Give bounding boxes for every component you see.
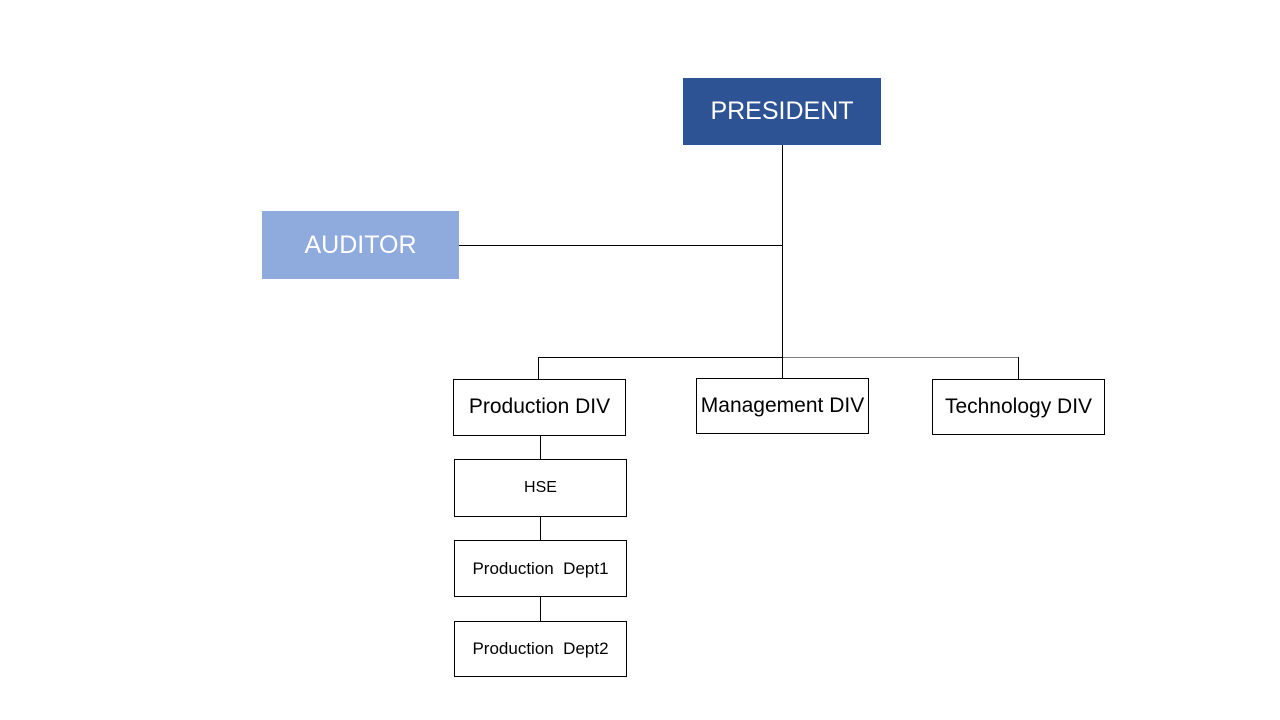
connector-president-to-divisions [782,145,783,357]
connector-division-bus-right [782,357,1019,358]
connector-drop-technology-div [1018,357,1019,380]
connector-president-to-auditor [459,245,783,246]
node-president[interactable]: PRESIDENT [683,78,881,145]
node-auditor[interactable]: AUDITOR [262,211,459,279]
node-production-dept1[interactable]: Production Dept1 [454,540,627,597]
connector-hse-to-dept1 [540,517,541,541]
node-hse[interactable]: HSE [454,459,627,517]
connector-dept1-to-dept2 [540,597,541,622]
node-production-dept2[interactable]: Production Dept2 [454,621,627,677]
connector-drop-production-div [538,357,539,380]
node-production-div[interactable]: Production DIV [453,379,626,436]
node-management-div[interactable]: Management DIV [696,378,869,434]
connector-drop-management-div [782,357,783,379]
connector-division-bus-left [538,357,782,358]
connector-production-div-to-hse [540,436,541,460]
node-technology-div[interactable]: Technology DIV [932,379,1105,435]
